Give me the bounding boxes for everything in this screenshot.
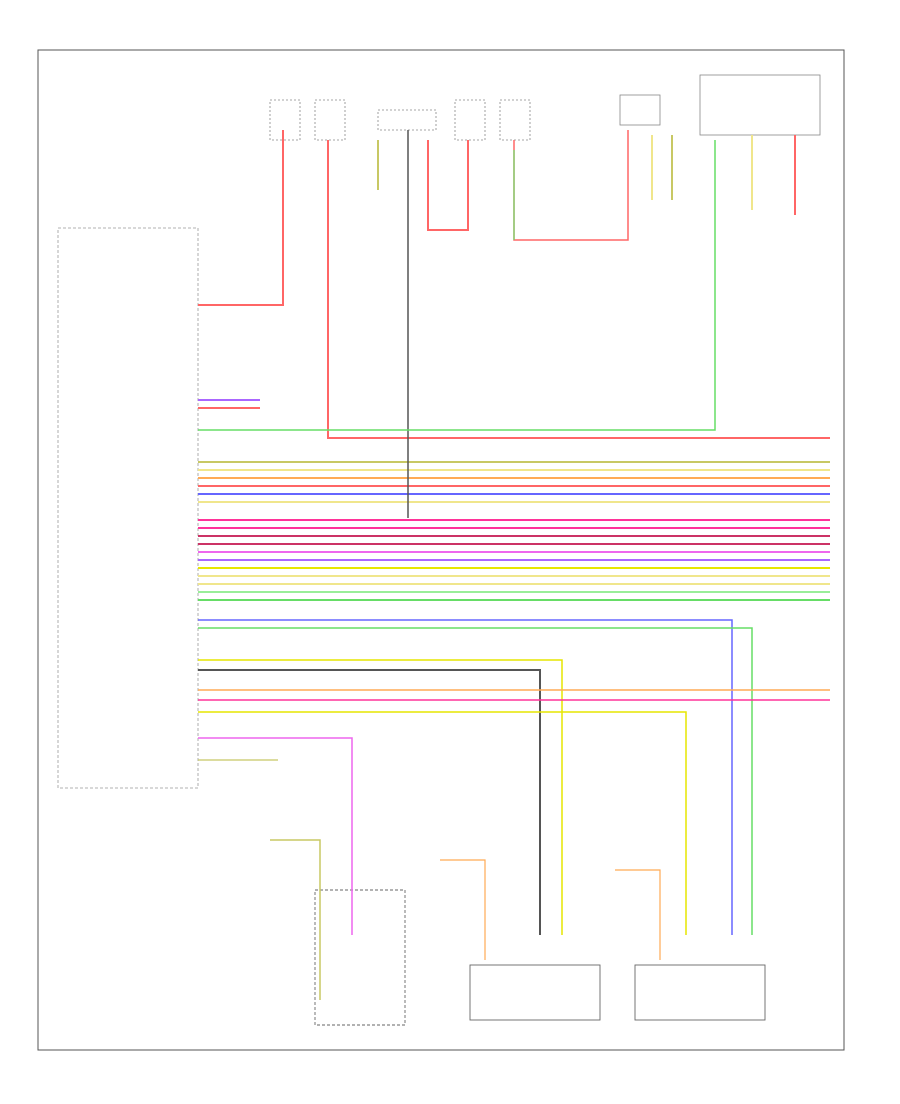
control-module-box	[57, 227, 199, 789]
switch-wire	[198, 737, 353, 935]
switch-wire	[198, 627, 753, 935]
switch-wire	[198, 669, 541, 935]
diagram-border	[37, 49, 845, 1051]
top-fuse-group	[269, 74, 821, 141]
switch-wire	[270, 839, 321, 1000]
switch-wire	[198, 659, 563, 935]
switch-wire	[440, 859, 486, 960]
power-feed-wire	[327, 140, 830, 439]
loop-wire	[513, 130, 629, 241]
switch-wire	[198, 619, 733, 935]
wire-group	[198, 130, 830, 1000]
power-feed-wire	[198, 130, 284, 306]
loop-wire	[427, 140, 469, 231]
switch-wire	[615, 869, 661, 960]
switch-wire	[198, 711, 687, 935]
bottom-switch-group	[314, 889, 766, 1026]
sensor-wire	[198, 140, 716, 431]
